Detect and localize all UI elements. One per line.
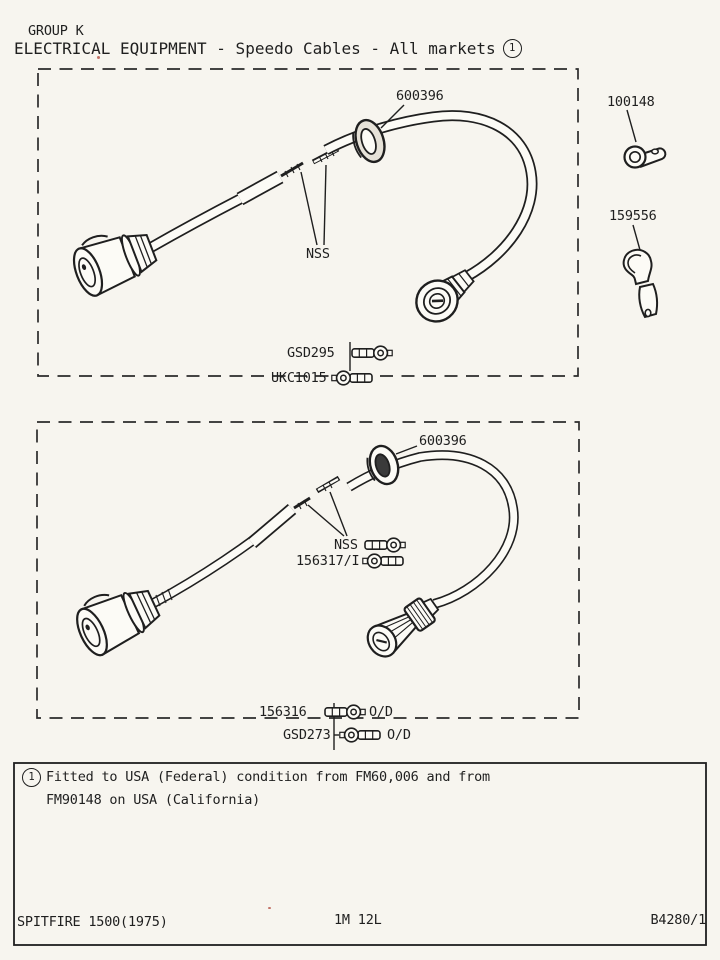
note-box [13,762,707,946]
part-label-hook-clip: 159556 [609,208,657,224]
leader-line [329,491,348,537]
footer-sheet-number: B4280/1 [650,912,707,928]
tie-strap-icon [338,727,381,743]
scan-speck [97,56,100,59]
dashed-box-top [37,68,579,377]
part-label-p-clip: 100148 [607,94,655,110]
group-heading: GROUP K [28,23,84,39]
note-line-1: Fitted to USA (Federal) condition from F… [46,769,490,785]
note-ref-badge: 1 [22,768,41,787]
grommet-icon [366,444,400,486]
note-line-2: FM90148 on USA (California) [46,792,261,808]
angle-drive-connector-icon [360,589,445,664]
part-label-grommet-bottom: 600396 [419,433,467,449]
tie-strap-icon [330,370,373,386]
leader-line [380,104,405,129]
part-label-nss-bottom: NSS [334,537,358,553]
hook-clip-icon [622,224,658,319]
grommet-icon [352,118,386,164]
part-label-tie3-suffix: O/D [387,727,411,743]
tie-strap-icon [361,553,404,569]
p-clip-icon [623,109,667,169]
dashed-box-bottom [36,421,580,719]
part-label-tie2-top: UKC1015 [271,370,327,386]
page-title-text: ELECTRICAL EQUIPMENT - Speedo Cables - A… [14,39,496,58]
note-ref-badge: 1 [502,39,522,58]
page-title: ELECTRICAL EQUIPMENT - Speedo Cables - A… [14,39,522,58]
part-label-nss-top: NSS [306,246,330,262]
leader-line [395,445,418,455]
part-label-grommet-top: 600396 [396,88,444,104]
speedo-head-connector-icon [65,217,162,301]
speedo-cable-assembly-bottom-drawing [67,444,519,750]
part-label-tie3-bottom: GSD273 [283,727,331,743]
part-label-tie1-bottom: 156317/I [296,553,360,569]
scan-speck [268,907,271,909]
speedo-cable-assembly-top-drawing [65,104,538,386]
speedo-head-connector-icon [67,574,166,661]
part-label-tie2-suffix: O/D [369,704,393,720]
tie-strap-icon [351,345,394,361]
part-label-tie1-top: GSD295 [287,345,335,361]
leader-line [300,171,318,246]
leader-line [307,504,345,537]
footer-code: 1M 12L [334,912,382,928]
part-label-tie2-bottom: 156316 [259,704,307,720]
tie-strap-icon [324,704,367,720]
tie-strap-icon [364,537,407,553]
leader-line [323,164,327,246]
footer-model: SPITFIRE 1500(1975) [17,914,168,930]
